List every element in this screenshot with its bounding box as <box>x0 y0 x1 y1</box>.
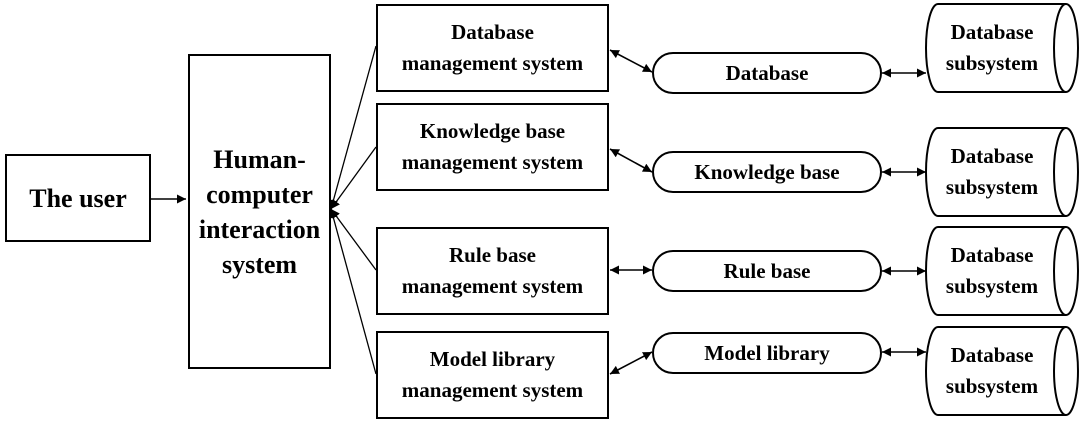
database-subsystem-1-label: Database subsystem <box>945 20 1039 75</box>
database-store: Database <box>652 52 882 94</box>
database-store-label: Database <box>725 60 809 85</box>
user-label: The user <box>29 183 127 213</box>
edge-rb-mgmt-to-hci <box>330 208 377 271</box>
database-subsystem-3-label: Database subsystem <box>945 243 1039 298</box>
subsystem-cylinder-shapes <box>925 3 1079 416</box>
cylinder-side-4 <box>1053 326 1067 416</box>
rule-base-management-label: Rule base management system <box>401 243 584 298</box>
database-subsystem-3: Database subsystem <box>926 227 1066 315</box>
knowledge-base-store: Knowledge base <box>652 151 882 193</box>
database-subsystem-2-label: Database subsystem <box>945 144 1039 199</box>
model-library-management-label: Model library management system <box>401 347 584 402</box>
model-library-store: Model library <box>652 332 882 374</box>
edge-ml-mgmt-to-hci <box>329 208 377 375</box>
cylinder-side-2 <box>1053 127 1067 217</box>
knowledge-base-store-label: Knowledge base <box>694 159 840 184</box>
database-subsystem-4-label: Database subsystem <box>945 343 1039 398</box>
hci-system-label: Human- computer interaction system <box>198 144 321 279</box>
database-management-label: Database management system <box>401 20 584 75</box>
edge-kb-mgmt-store <box>609 148 653 173</box>
edge-kb-mgmt-to-hci <box>330 146 377 210</box>
rule-base-store: Rule base <box>652 250 882 292</box>
model-library-store-label: Model library <box>704 340 830 365</box>
rule-base-store-label: Rule base <box>723 258 811 283</box>
database-subsystem-1: Database subsystem <box>926 4 1066 92</box>
cylinder-side-1 <box>1053 3 1067 93</box>
edge-db-mgmt-store <box>609 49 653 73</box>
cylinder-side-3 <box>1053 226 1067 316</box>
edge-db-mgmt-to-hci <box>329 45 377 210</box>
knowledge-base-management-label: Knowledge base management system <box>401 119 584 174</box>
user-box: The user <box>5 154 151 242</box>
database-management-box: Database management system <box>376 4 609 92</box>
database-subsystem-2: Database subsystem <box>926 128 1066 216</box>
model-library-management-box: Model library management system <box>376 331 609 419</box>
knowledge-base-management-box: Knowledge base management system <box>376 103 609 191</box>
hci-system-box: Human- computer interaction system <box>188 54 331 369</box>
edge-ml-mgmt-store <box>609 351 653 375</box>
database-subsystem-4: Database subsystem <box>926 327 1066 415</box>
rule-base-management-box: Rule base management system <box>376 227 609 315</box>
